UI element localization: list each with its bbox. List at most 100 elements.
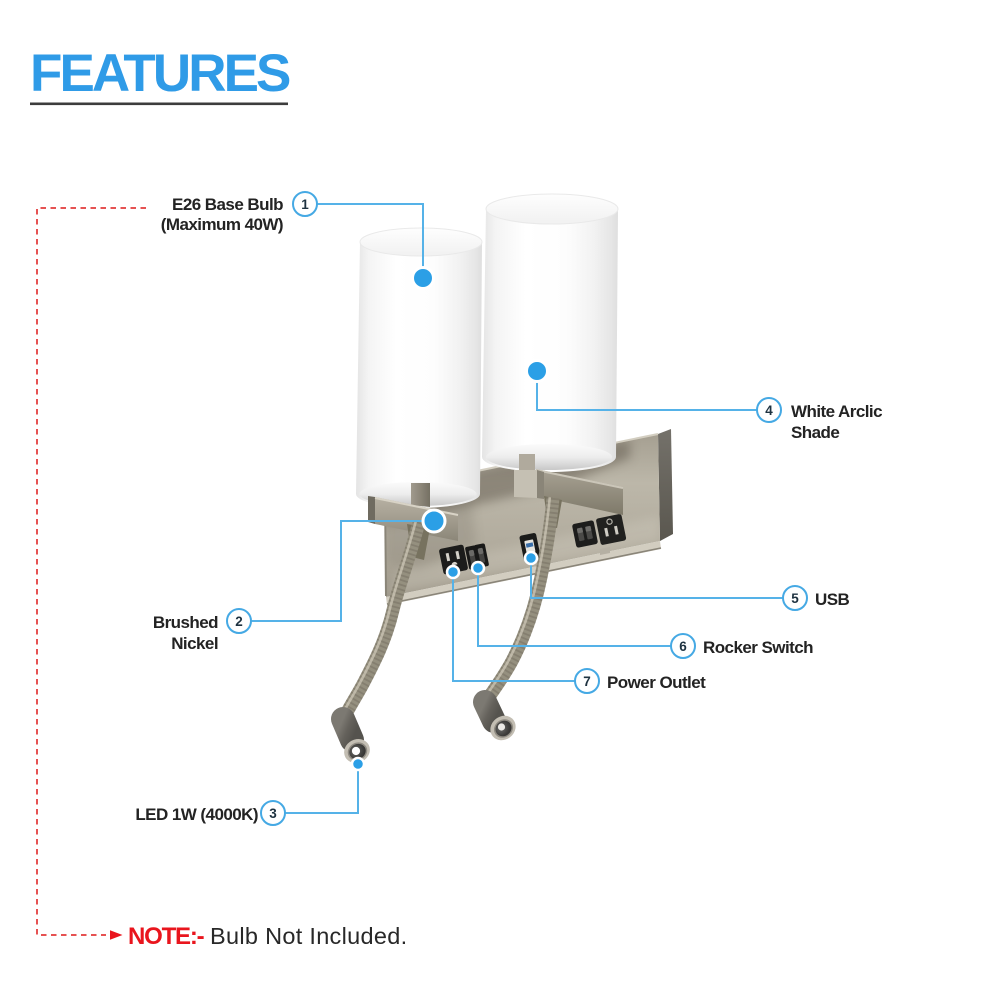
right-gooseneck-light — [473, 496, 562, 741]
callout-2-dot — [421, 508, 447, 534]
right-shade-body — [482, 209, 618, 472]
callout-4-number: 4 — [765, 403, 773, 418]
callout-3-line — [285, 764, 359, 814]
callout-7-label: Power Outlet — [607, 673, 706, 692]
callout-2-badge — [226, 608, 252, 634]
callout-7-dot — [445, 564, 461, 580]
callout-6-badge — [670, 633, 696, 659]
callout-brushed-nickel: 2 Brushed Nickel — [153, 508, 447, 653]
left-bar-top-edge — [374, 497, 459, 516]
left-gooseneck-light — [331, 520, 430, 763]
usb-port-tongue — [525, 542, 534, 548]
right-gooseneck-highlight — [486, 497, 552, 694]
left-post — [411, 483, 430, 507]
left-led-chip — [351, 746, 361, 756]
left-gooseneck — [339, 520, 426, 719]
callout-2-line — [251, 520, 434, 622]
callout-1-number: 1 — [301, 197, 309, 212]
left-led-head — [331, 707, 370, 763]
rocker-switch-2-paddle-top — [477, 547, 484, 555]
right-gooseneck-ribs — [485, 497, 560, 698]
callout-5-dot — [523, 550, 539, 566]
header: FEATURES — [30, 44, 293, 106]
note-dashed-path — [36, 207, 146, 936]
power-outlet-slot-2 — [455, 550, 460, 560]
plate-bottom-strip — [386, 541, 661, 605]
plate-screw-tab — [600, 547, 610, 555]
callout-7-line — [452, 572, 575, 682]
right-beam-top-edge — [535, 469, 624, 489]
callout-2-label-line2: Nickel — [171, 634, 218, 653]
right-outlet-slot-2 — [614, 525, 619, 535]
callout-1-label-line1: E26 Base Bulb — [172, 195, 283, 214]
callout-power-outlet: 7 Power Outlet — [445, 564, 707, 694]
right-rocker-1-top — [576, 527, 583, 534]
right-beam — [536, 469, 623, 515]
right-shade-top — [485, 193, 619, 225]
right-rocker-2-top — [585, 525, 592, 532]
note-prefix: NOTE:- — [128, 923, 205, 950]
right-post-front — [514, 470, 537, 498]
callout-1-dot — [411, 266, 435, 290]
callout-4-dot — [525, 359, 549, 383]
callout-4-line — [536, 371, 757, 411]
callout-7-badge — [574, 668, 600, 694]
callout-4-label-line1: White Arclic — [791, 402, 882, 421]
page-title: FEATURES — [30, 44, 290, 103]
right-outlet-body — [596, 514, 627, 545]
callout-6-number: 6 — [679, 639, 687, 654]
title-underline — [30, 102, 288, 106]
right-bracket — [514, 454, 624, 515]
power-outlet-slot-1 — [445, 552, 451, 562]
callout-e26-base-bulb: 1 E26 Base Bulb (Maximum 40W) — [161, 191, 435, 290]
callout-3-label: LED 1W (4000K) — [135, 805, 258, 824]
right-post-side — [537, 470, 544, 499]
right-led-chip — [497, 723, 506, 731]
left-gooseneck-ribs — [339, 520, 426, 719]
left-gooseneck-highlight — [340, 520, 418, 716]
note-arrow-head — [110, 930, 123, 940]
right-outlet-unit — [596, 514, 627, 545]
callout-1-badge — [292, 191, 318, 217]
callout-5-label: USB — [815, 590, 850, 609]
power-outlet — [439, 544, 468, 575]
note: NOTE:- Bulb Not Included. — [36, 207, 407, 950]
callout-1-label-line2: (Maximum 40W) — [161, 215, 283, 234]
callout-7-number: 7 — [583, 674, 591, 689]
callout-3-dot — [350, 756, 366, 772]
right-shade — [482, 193, 619, 472]
callout-5-line — [530, 558, 783, 599]
callouts: 1 E26 Base Bulb (Maximum 40W) 2 Brushed … — [135, 191, 883, 826]
callout-6-label: Rocker Switch — [703, 638, 813, 657]
right-outlet-slot-1 — [604, 527, 609, 537]
callout-6-line — [477, 568, 671, 647]
right-shade-interior — [486, 444, 612, 470]
callout-1-line — [317, 203, 424, 278]
power-outlet-body — [439, 544, 468, 575]
right-post-upper — [519, 454, 535, 471]
left-shade-top — [359, 227, 483, 257]
right-led-head-body — [473, 690, 506, 733]
plate-right-side — [658, 429, 673, 541]
left-led-head-body — [331, 707, 364, 752]
right-rocker-unit — [572, 520, 598, 548]
callout-4-label-line2: Shade — [791, 423, 839, 442]
callout-3-badge — [260, 800, 286, 826]
right-rocker-body — [572, 520, 598, 548]
callout-5-number: 5 — [791, 591, 799, 606]
right-gooseneck — [485, 497, 560, 698]
power-outlet-ground — [451, 561, 458, 566]
callout-6-dot — [470, 560, 486, 576]
plate-bottom-edge — [386, 547, 662, 605]
callout-5-badge — [782, 585, 808, 611]
callout-white-arclic-shade: 4 White Arclic Shade — [525, 359, 883, 442]
callout-led: 3 LED 1W (4000K) — [135, 756, 366, 826]
rocker-switch-1-paddle-top — [468, 549, 475, 557]
callout-usb: 5 USB — [523, 550, 850, 611]
callout-2-number: 2 — [235, 614, 243, 629]
left-shade — [356, 227, 483, 508]
callout-rocker-switch: 6 Rocker Switch — [470, 560, 814, 659]
lamp-illustration — [331, 193, 673, 763]
callout-4-badge — [756, 397, 782, 423]
